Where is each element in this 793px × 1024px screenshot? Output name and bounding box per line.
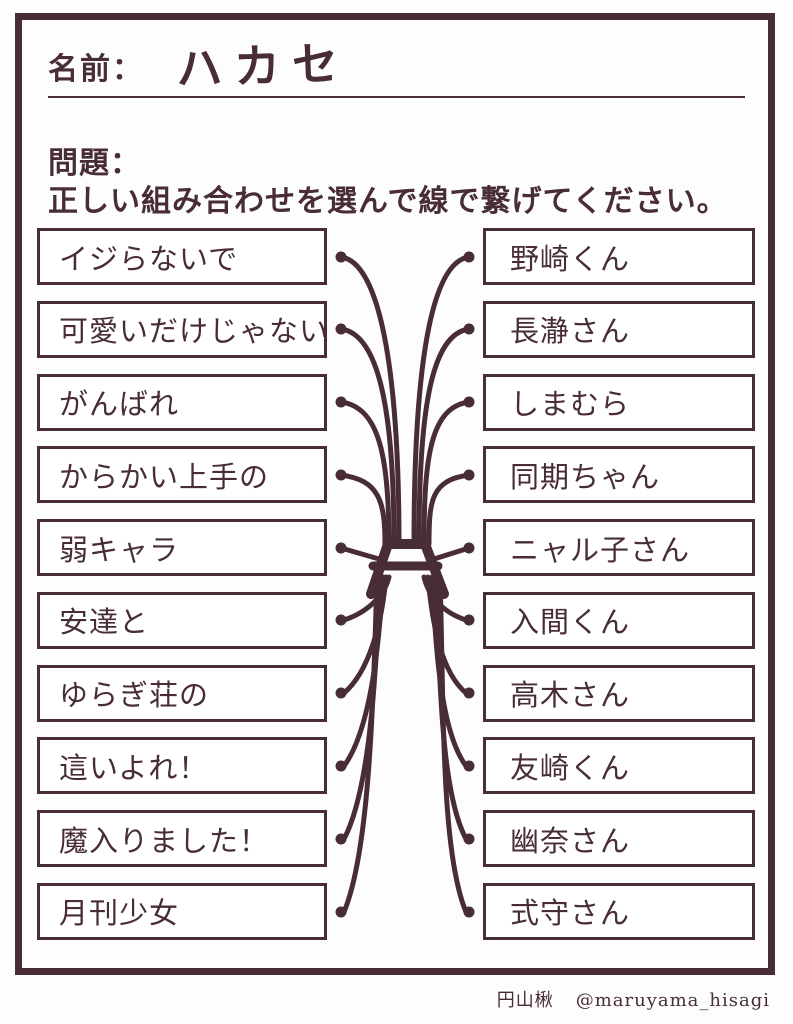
left-option-label-9: 魔入りました！: [59, 823, 270, 858]
left-option-box-4[interactable]: からかい上手の: [37, 446, 327, 504]
credit-handle: @maruyama_hisagi: [575, 990, 770, 1011]
left-option-label-2: 可愛いだけじゃない: [59, 314, 327, 349]
instruction-text: 正しい組み合わせを選んで線で繋げてください。: [48, 184, 728, 219]
name-label: 名前：: [48, 52, 144, 87]
left-option-label-1: イジらないで: [59, 241, 239, 276]
left-option-label-8: 這いよれ！: [59, 750, 209, 785]
left-options-column: イジらないで 可愛いだけじゃない がんばれ からかい上手の 弱キャラ 安達と ゆ…: [37, 228, 327, 940]
credit-artist: 円山楸: [496, 990, 554, 1011]
right-option-label-10: 式守さん: [510, 896, 631, 931]
right-option-box-5[interactable]: ニャル子さん: [483, 519, 755, 577]
right-option-label-4: 同期ちゃん: [510, 459, 661, 494]
left-option-label-3: がんばれ: [59, 387, 180, 422]
left-option-box-5[interactable]: 弱キャラ: [37, 519, 327, 577]
right-option-label-1: 野崎くん: [510, 241, 631, 276]
right-option-label-6: 入間くん: [510, 605, 631, 640]
right-option-box-1[interactable]: 野崎くん: [483, 228, 755, 285]
right-option-label-8: 友崎くん: [510, 750, 631, 785]
right-option-label-9: 幽奈さん: [510, 823, 631, 858]
right-option-label-7: 高木さん: [510, 678, 631, 713]
left-option-box-7[interactable]: ゆらぎ荘の: [37, 664, 327, 722]
right-option-box-7[interactable]: 高木さん: [483, 664, 755, 722]
left-option-box-3[interactable]: がんばれ: [37, 373, 327, 431]
name-underline: [48, 96, 745, 98]
right-option-box-9[interactable]: 幽奈さん: [483, 810, 755, 868]
left-option-box-2[interactable]: 可愛いだけじゃない: [37, 300, 327, 358]
left-option-label-10: 月刊少女: [59, 896, 180, 931]
name-handwritten-value: ハカセ: [175, 35, 351, 97]
left-option-box-10[interactable]: 月刊少女: [37, 882, 327, 940]
right-option-box-8[interactable]: 友崎くん: [483, 737, 755, 795]
right-option-label-5: ニャル子さん: [510, 532, 691, 567]
sheet-border: [15, 13, 775, 975]
left-option-label-5: 弱キャラ: [59, 532, 180, 567]
left-option-box-8[interactable]: 這いよれ！: [37, 737, 327, 795]
left-option-box-1[interactable]: イジらないで: [37, 228, 327, 285]
right-option-box-4[interactable]: 同期ちゃん: [483, 446, 755, 504]
right-option-box-2[interactable]: 長瀞さん: [483, 300, 755, 358]
left-option-label-6: 安達と: [59, 605, 150, 640]
problem-label: 問題：: [48, 146, 141, 181]
left-option-box-6[interactable]: 安達と: [37, 591, 327, 649]
right-option-box-10[interactable]: 式守さん: [483, 882, 755, 940]
right-options-column: 野崎くん 長瀞さん しまむら 同期ちゃん ニャル子さん 入間くん 高木さん 友崎…: [483, 228, 755, 940]
left-option-label-4: からかい上手の: [59, 459, 270, 494]
credit: 円山楸 @maruyama_hisagi: [497, 986, 770, 1012]
right-option-label-2: 長瀞さん: [510, 314, 631, 349]
left-option-box-9[interactable]: 魔入りました！: [37, 810, 327, 868]
left-option-label-7: ゆらぎ荘の: [59, 678, 210, 713]
right-option-label-3: しまむら: [510, 387, 631, 422]
right-option-box-3[interactable]: しまむら: [483, 373, 755, 431]
right-option-box-6[interactable]: 入間くん: [483, 591, 755, 649]
